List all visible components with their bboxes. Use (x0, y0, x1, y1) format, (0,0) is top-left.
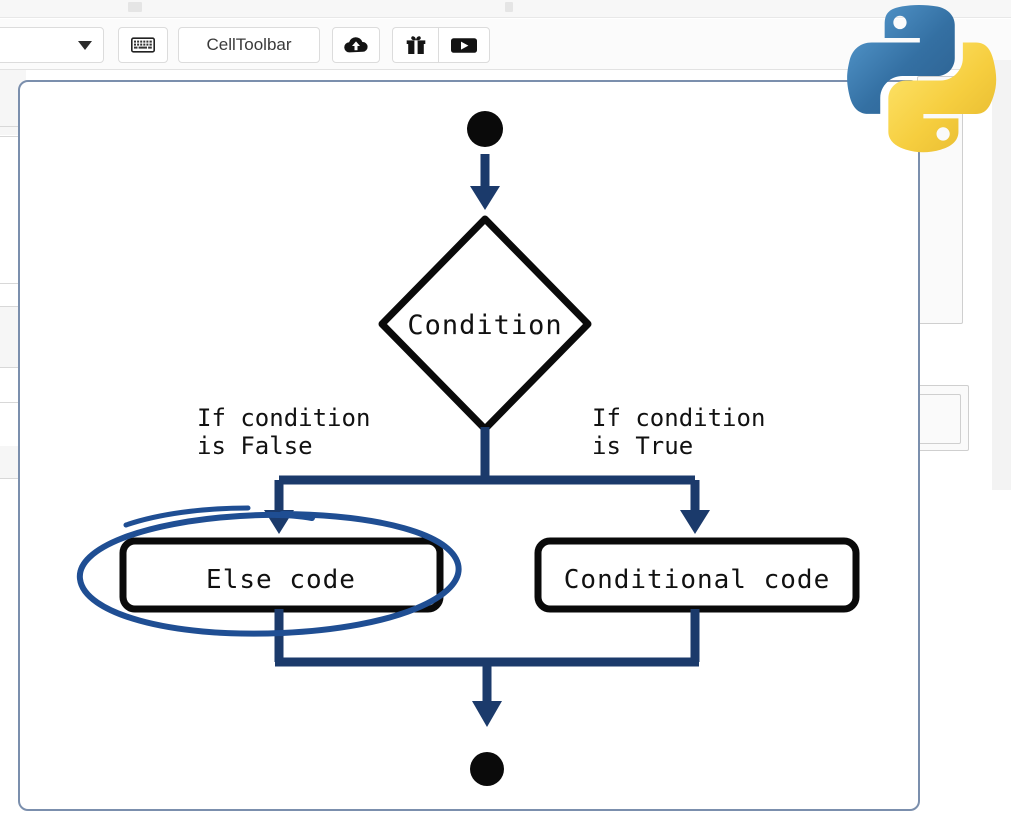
true-label-line1: If condition (592, 404, 765, 432)
edge-true-arrowhead (680, 510, 710, 534)
python-logo (847, 4, 997, 153)
flowchart-else-code-node: Else code (119, 537, 444, 613)
flowchart-end-node (470, 752, 504, 786)
chevron-down-icon (78, 40, 92, 50)
ghost-icon-right (505, 2, 513, 12)
flowchart-conditional-code-node: Conditional code (534, 537, 860, 613)
keyboard-icon (131, 37, 155, 53)
background-cell-divider (0, 136, 26, 137)
true-branch-label: If condition is True (592, 404, 765, 460)
flowchart-condition-node: Condition (378, 215, 592, 433)
background-cell-divider (0, 306, 26, 307)
false-label-line1: If condition (197, 404, 370, 432)
condition-node-label: Condition (407, 310, 562, 341)
play-video-button[interactable] (438, 27, 490, 63)
flowchart-diagram: Condition If condition is False If condi… (76, 111, 860, 786)
background-cell-divider (0, 478, 26, 479)
edge-start-to-condition (470, 154, 500, 210)
cloud-upload-button[interactable] (332, 27, 380, 63)
false-label-line2: is False (197, 432, 313, 460)
false-branch-label: If condition is False (197, 404, 370, 460)
gift-icon (406, 36, 425, 54)
flowchart-start-node (467, 111, 503, 147)
background-cells-left (0, 70, 26, 630)
background-cell-divider (0, 402, 26, 403)
edge-merge-to-end (274, 609, 700, 707)
play-video-icon (451, 37, 477, 53)
background-cell-divider (0, 283, 26, 284)
celltoolbar-button[interactable]: CellToolbar (178, 27, 320, 63)
background-cell-divider (0, 126, 26, 127)
notebook-toolbar: CellToolbar (0, 19, 1011, 70)
celltoolbar-label: CellToolbar (206, 35, 292, 54)
background-cell-divider (0, 367, 26, 368)
keyboard-shortcuts-button[interactable] (118, 27, 168, 63)
background-cells-right (911, 60, 1011, 495)
gift-button[interactable] (392, 27, 438, 63)
background-chrome-strip (0, 0, 1011, 18)
conditional-code-label: Conditional code (564, 565, 830, 595)
else-code-label: Else code (206, 565, 356, 595)
background-cell-band (0, 127, 26, 135)
background-panel (917, 76, 963, 324)
background-page-edge (992, 60, 1011, 490)
cell-type-select[interactable] (0, 27, 104, 63)
edge-condition-split (274, 427, 700, 514)
edge-end-arrowhead (472, 701, 502, 727)
true-label-line2: is True (592, 432, 693, 460)
else-code-highlight-ellipse (76, 505, 462, 637)
cloud-upload-icon (344, 37, 368, 53)
notebook-output-panel: Condition If condition is False If condi… (18, 80, 920, 811)
ghost-icon-left (128, 2, 142, 12)
